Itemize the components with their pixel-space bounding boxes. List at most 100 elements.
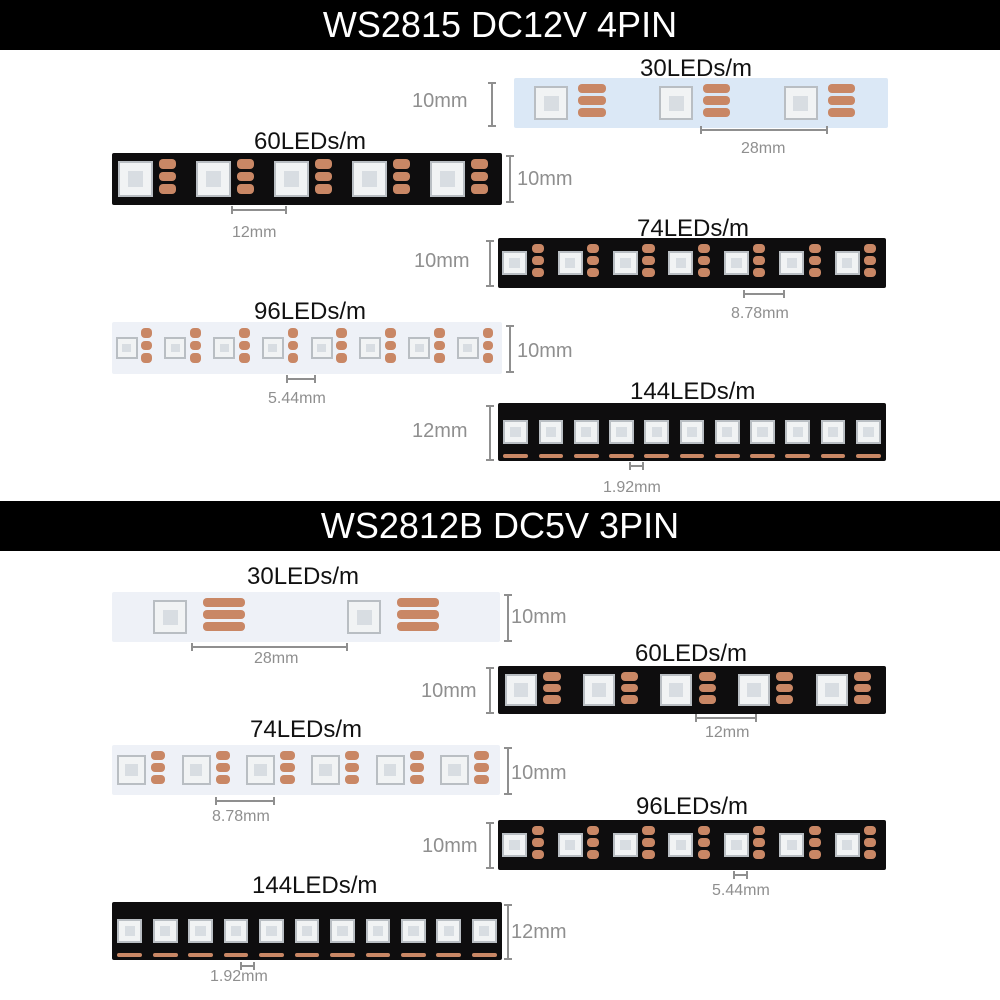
solder-pad	[238, 328, 250, 338]
solder-pad	[433, 328, 445, 338]
led-lens	[564, 839, 576, 851]
solder-pad	[586, 268, 600, 277]
led-chip	[164, 337, 187, 359]
solder-pad	[365, 953, 391, 957]
led-lens	[195, 925, 206, 937]
led-lens	[564, 257, 576, 269]
solder-pad	[237, 184, 255, 194]
led-chip	[375, 755, 405, 785]
spacing-bracket	[286, 375, 316, 383]
solder-pad	[776, 683, 794, 692]
led-lens	[356, 609, 372, 625]
led-lens	[668, 95, 684, 111]
solder-pad	[400, 953, 426, 957]
led-chip	[181, 755, 211, 785]
led-lens	[651, 426, 662, 438]
led-chip	[188, 918, 214, 944]
width-bracket	[504, 594, 512, 642]
solder-pad	[698, 672, 716, 681]
solder-pad	[202, 610, 246, 619]
led-chip	[783, 86, 818, 120]
solder-pad	[393, 184, 411, 194]
led-lens	[669, 683, 684, 697]
spacing-bracket	[733, 871, 748, 879]
section-banner-ws2812b: WS2812B DC5V 3PIN	[0, 501, 1000, 551]
led-chip	[152, 918, 178, 944]
solder-pad	[471, 184, 489, 194]
led-chip	[502, 832, 528, 858]
solder-pad	[223, 953, 249, 957]
solder-pad	[808, 850, 821, 859]
solder-pad	[827, 84, 856, 93]
spacing-bracket	[215, 797, 275, 805]
led-lens	[509, 839, 520, 851]
solder-pad	[336, 340, 348, 350]
led-lens	[317, 343, 327, 353]
solder-pad	[864, 244, 877, 253]
led-lens	[124, 925, 135, 937]
led-chip	[659, 86, 694, 120]
led-chip	[679, 419, 705, 445]
led-lens	[731, 839, 742, 851]
led-strip	[498, 666, 886, 714]
density-label: 60LEDs/m	[635, 640, 748, 667]
width-bracket	[486, 822, 494, 869]
led-chip	[557, 250, 583, 276]
solder-pad	[853, 683, 871, 692]
led-chip	[723, 250, 749, 276]
led-lens	[125, 763, 138, 777]
solder-pad	[586, 826, 600, 835]
led-lens	[510, 426, 521, 438]
solder-pad	[531, 850, 544, 859]
led-strip	[498, 403, 886, 461]
spacing-label: 28mm	[254, 650, 299, 667]
led-chip	[436, 918, 462, 944]
led-lens	[383, 763, 397, 777]
led-chip	[408, 337, 431, 359]
led-lens	[686, 426, 698, 438]
solder-pad	[642, 244, 655, 253]
solder-pad	[159, 184, 177, 194]
solder-pad	[202, 622, 246, 631]
solder-pad	[287, 353, 299, 363]
led-lens	[219, 343, 229, 353]
solder-pad	[280, 775, 295, 784]
led-lens	[372, 925, 384, 937]
spacing-label: 5.44mm	[268, 390, 326, 407]
solder-pad	[698, 683, 716, 692]
led-chip	[856, 419, 881, 445]
led-chip	[714, 419, 740, 445]
solder-pad	[141, 353, 153, 363]
solder-pad	[141, 328, 153, 338]
led-chip	[834, 832, 860, 858]
solder-pad	[117, 953, 143, 957]
led-strip	[112, 745, 500, 795]
led-lens	[722, 426, 733, 438]
led-lens	[205, 171, 222, 187]
led-lens	[731, 257, 742, 269]
led-lens	[675, 839, 687, 851]
solder-pad	[433, 353, 445, 363]
led-chip	[273, 161, 309, 197]
led-chip	[613, 832, 638, 858]
spacing-label: 8.78mm	[212, 808, 270, 825]
solder-pad	[853, 695, 871, 704]
led-chip	[609, 419, 634, 445]
led-lens	[122, 343, 132, 353]
solder-pad	[586, 850, 600, 859]
solder-pad	[750, 454, 775, 458]
led-chip	[310, 755, 340, 785]
density-label: 30LEDs/m	[640, 55, 753, 82]
led-chip	[779, 250, 805, 276]
led-strip	[112, 322, 502, 374]
section-title: WS2812B DC5V 3PIN	[320, 505, 680, 546]
solder-pad	[436, 953, 462, 957]
solder-pad	[864, 838, 877, 847]
width-label: 10mm	[511, 606, 567, 628]
solder-pad	[753, 244, 766, 253]
solder-pad	[396, 610, 440, 619]
led-lens	[319, 763, 332, 777]
solder-pad	[188, 953, 214, 957]
led-chip	[668, 250, 694, 276]
led-lens	[620, 839, 631, 851]
